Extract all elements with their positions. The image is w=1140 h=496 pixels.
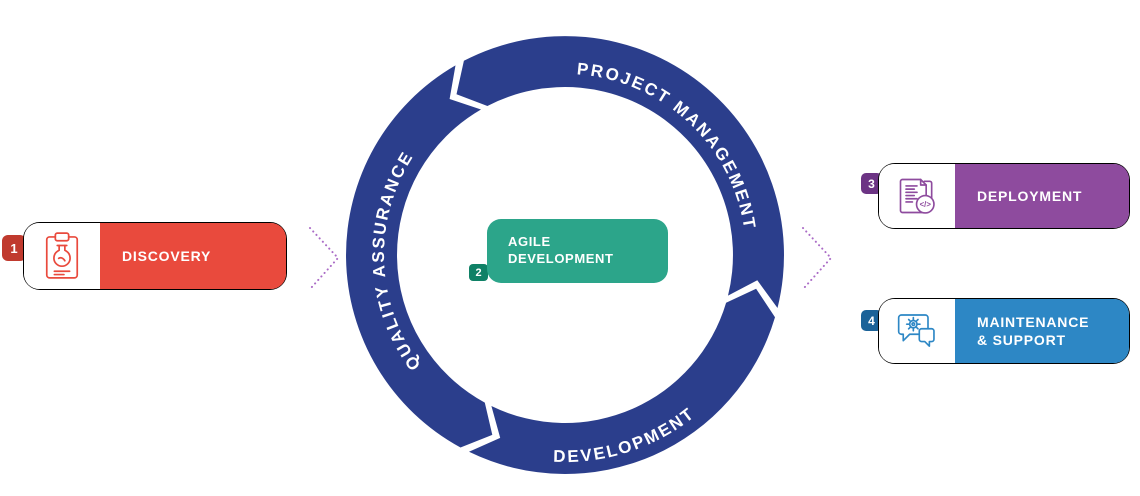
step-agile-label-line2: DEVELOPMENT bbox=[508, 251, 614, 266]
lifecycle-ring: QUALITY ASSURANCE PROJECT MANAGEMENT DEV… bbox=[346, 36, 784, 474]
step-number-badge-2: 2 bbox=[469, 264, 488, 281]
chat-gear-icon bbox=[879, 299, 955, 363]
step-agile-development: AGILE DEVELOPMENT bbox=[487, 219, 668, 283]
step-maintenance-label-panel: MAINTENANCE & SUPPORT bbox=[955, 299, 1129, 363]
step-number-badge-1: 1 bbox=[2, 235, 26, 261]
ring-segment-development bbox=[469, 288, 775, 474]
step-number-badge-3: 3 bbox=[861, 173, 882, 194]
step-discovery-label-panel: DISCOVERY bbox=[100, 223, 286, 289]
step-maintenance-label-line2: & SUPPORT bbox=[977, 332, 1066, 348]
ring-segment-project-management bbox=[456, 36, 784, 309]
step-discovery: DISCOVERY bbox=[23, 222, 287, 290]
step-deployment-label: DEPLOYMENT bbox=[977, 187, 1083, 204]
step-maintenance-label-line1: MAINTENANCE bbox=[977, 313, 1090, 330]
code-document-icon: </> bbox=[879, 164, 955, 228]
step-number-badge-4: 4 bbox=[861, 310, 882, 331]
step-maintenance-support: MAINTENANCE & SUPPORT bbox=[878, 298, 1130, 364]
clipboard-flask-icon bbox=[24, 223, 100, 289]
step-deployment: </> DEPLOYMENT bbox=[878, 163, 1130, 229]
step-deployment-label-panel: DEPLOYMENT bbox=[955, 164, 1129, 228]
step-discovery-label: DISCOVERY bbox=[122, 247, 212, 264]
chevron-right-connector-right bbox=[802, 227, 833, 289]
chevron-right-connector-left bbox=[309, 227, 340, 289]
code-glyph: </> bbox=[920, 200, 932, 209]
ring-segment-quality-assurance bbox=[346, 65, 493, 448]
step-agile-label-line1: AGILE bbox=[508, 234, 551, 250]
